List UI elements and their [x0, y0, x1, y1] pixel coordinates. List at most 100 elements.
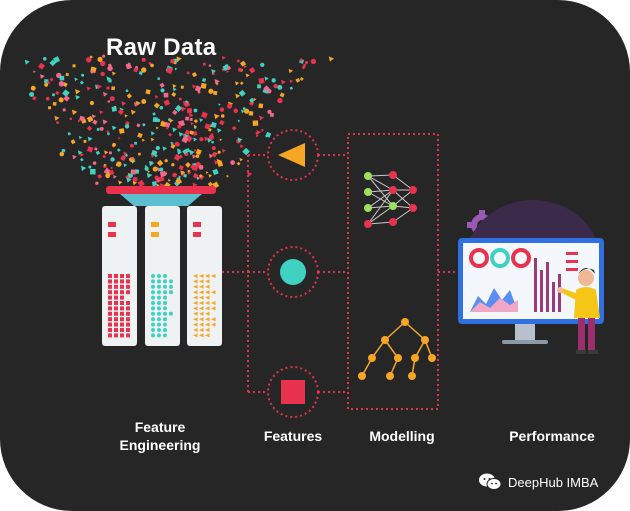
data-particle [107, 100, 111, 103]
data-particle [200, 111, 208, 119]
data-particle [226, 70, 230, 74]
column-glyph [108, 274, 112, 278]
column-glyph [199, 274, 204, 278]
column-glyph [193, 328, 198, 332]
data-particle [97, 174, 103, 179]
column-glyph [126, 311, 130, 316]
data-particle [241, 109, 245, 114]
column-glyph [157, 306, 161, 311]
column-glyph [193, 279, 198, 284]
data-particle [299, 77, 304, 81]
column-glyph [108, 279, 112, 284]
data-particle [153, 102, 160, 109]
data-particle [150, 137, 155, 142]
data-particle [193, 137, 198, 142]
data-particle [192, 164, 199, 171]
data-particle [302, 65, 306, 70]
data-particle [187, 169, 191, 173]
data-particle [102, 119, 108, 125]
data-particle [189, 149, 195, 156]
column-glyph [163, 295, 167, 300]
data-particle [187, 108, 192, 114]
data-particle [233, 108, 239, 114]
stage-label-line: Feature [134, 419, 186, 435]
data-particle [198, 174, 203, 178]
data-particle [49, 77, 54, 82]
data-particle [81, 73, 85, 77]
column-glyph [193, 322, 198, 327]
column-glyph [120, 311, 124, 316]
data-particle [163, 99, 171, 106]
column-glyph [205, 328, 210, 332]
data-particle [38, 62, 45, 70]
data-particle [125, 153, 128, 157]
column-glyph [211, 317, 216, 322]
data-particle [102, 54, 106, 58]
column-glyph [120, 279, 124, 284]
data-particle [155, 126, 159, 130]
column-glyph [163, 301, 167, 305]
data-particle [138, 70, 143, 76]
feature-engineering-columns [102, 206, 222, 346]
data-particle [236, 161, 241, 166]
data-particle [170, 141, 174, 146]
data-particle [178, 165, 184, 171]
data-particle [175, 142, 180, 147]
data-particle [151, 154, 155, 158]
data-particle [172, 172, 177, 178]
column-glyph [114, 322, 118, 327]
data-particle [156, 159, 164, 167]
data-particle [78, 135, 83, 140]
data-particle [116, 148, 121, 152]
data-particle [175, 177, 183, 185]
data-particle [89, 100, 95, 106]
data-particle [214, 159, 220, 165]
data-particle [170, 143, 176, 149]
column-glyph [114, 290, 118, 295]
column-glyph [157, 317, 161, 322]
data-particle [178, 175, 182, 179]
data-particle [97, 56, 103, 62]
column-glyph [163, 284, 167, 289]
data-particle [242, 147, 250, 156]
column-glyph [126, 274, 130, 278]
data-particle [180, 85, 184, 89]
data-particle [102, 154, 106, 159]
data-particle [219, 138, 223, 142]
data-particle [310, 58, 317, 65]
data-particle [111, 86, 116, 91]
data-particle [192, 172, 199, 179]
data-particle [79, 157, 84, 162]
data-particle [176, 56, 182, 62]
data-particle [141, 99, 147, 104]
data-particle [182, 149, 188, 155]
data-particle [113, 175, 117, 179]
data-particle [63, 95, 70, 102]
column-glyph [199, 317, 204, 322]
column-glyph [151, 306, 155, 311]
column-glyph [120, 301, 124, 305]
data-particle [74, 77, 79, 82]
data-particle [126, 93, 132, 99]
data-particle [42, 56, 47, 61]
column-glyph [114, 306, 118, 311]
data-particle [134, 141, 137, 145]
column-glyph [126, 279, 130, 284]
data-particle [211, 69, 216, 74]
data-particle [91, 114, 97, 119]
stage-label-performance: Performance [509, 428, 595, 444]
column-glyph [114, 311, 118, 316]
column-glyph [163, 311, 167, 316]
neural-network-icon [364, 171, 417, 228]
column-glyph [169, 279, 173, 284]
data-particle [197, 90, 201, 94]
column-glyph [163, 274, 167, 278]
data-particle [212, 168, 219, 176]
data-particle [77, 119, 81, 123]
data-particle [54, 115, 60, 121]
column-glyph [199, 333, 204, 338]
column-glyph [163, 322, 167, 327]
column-glyph [108, 284, 112, 289]
data-particle [261, 128, 265, 132]
